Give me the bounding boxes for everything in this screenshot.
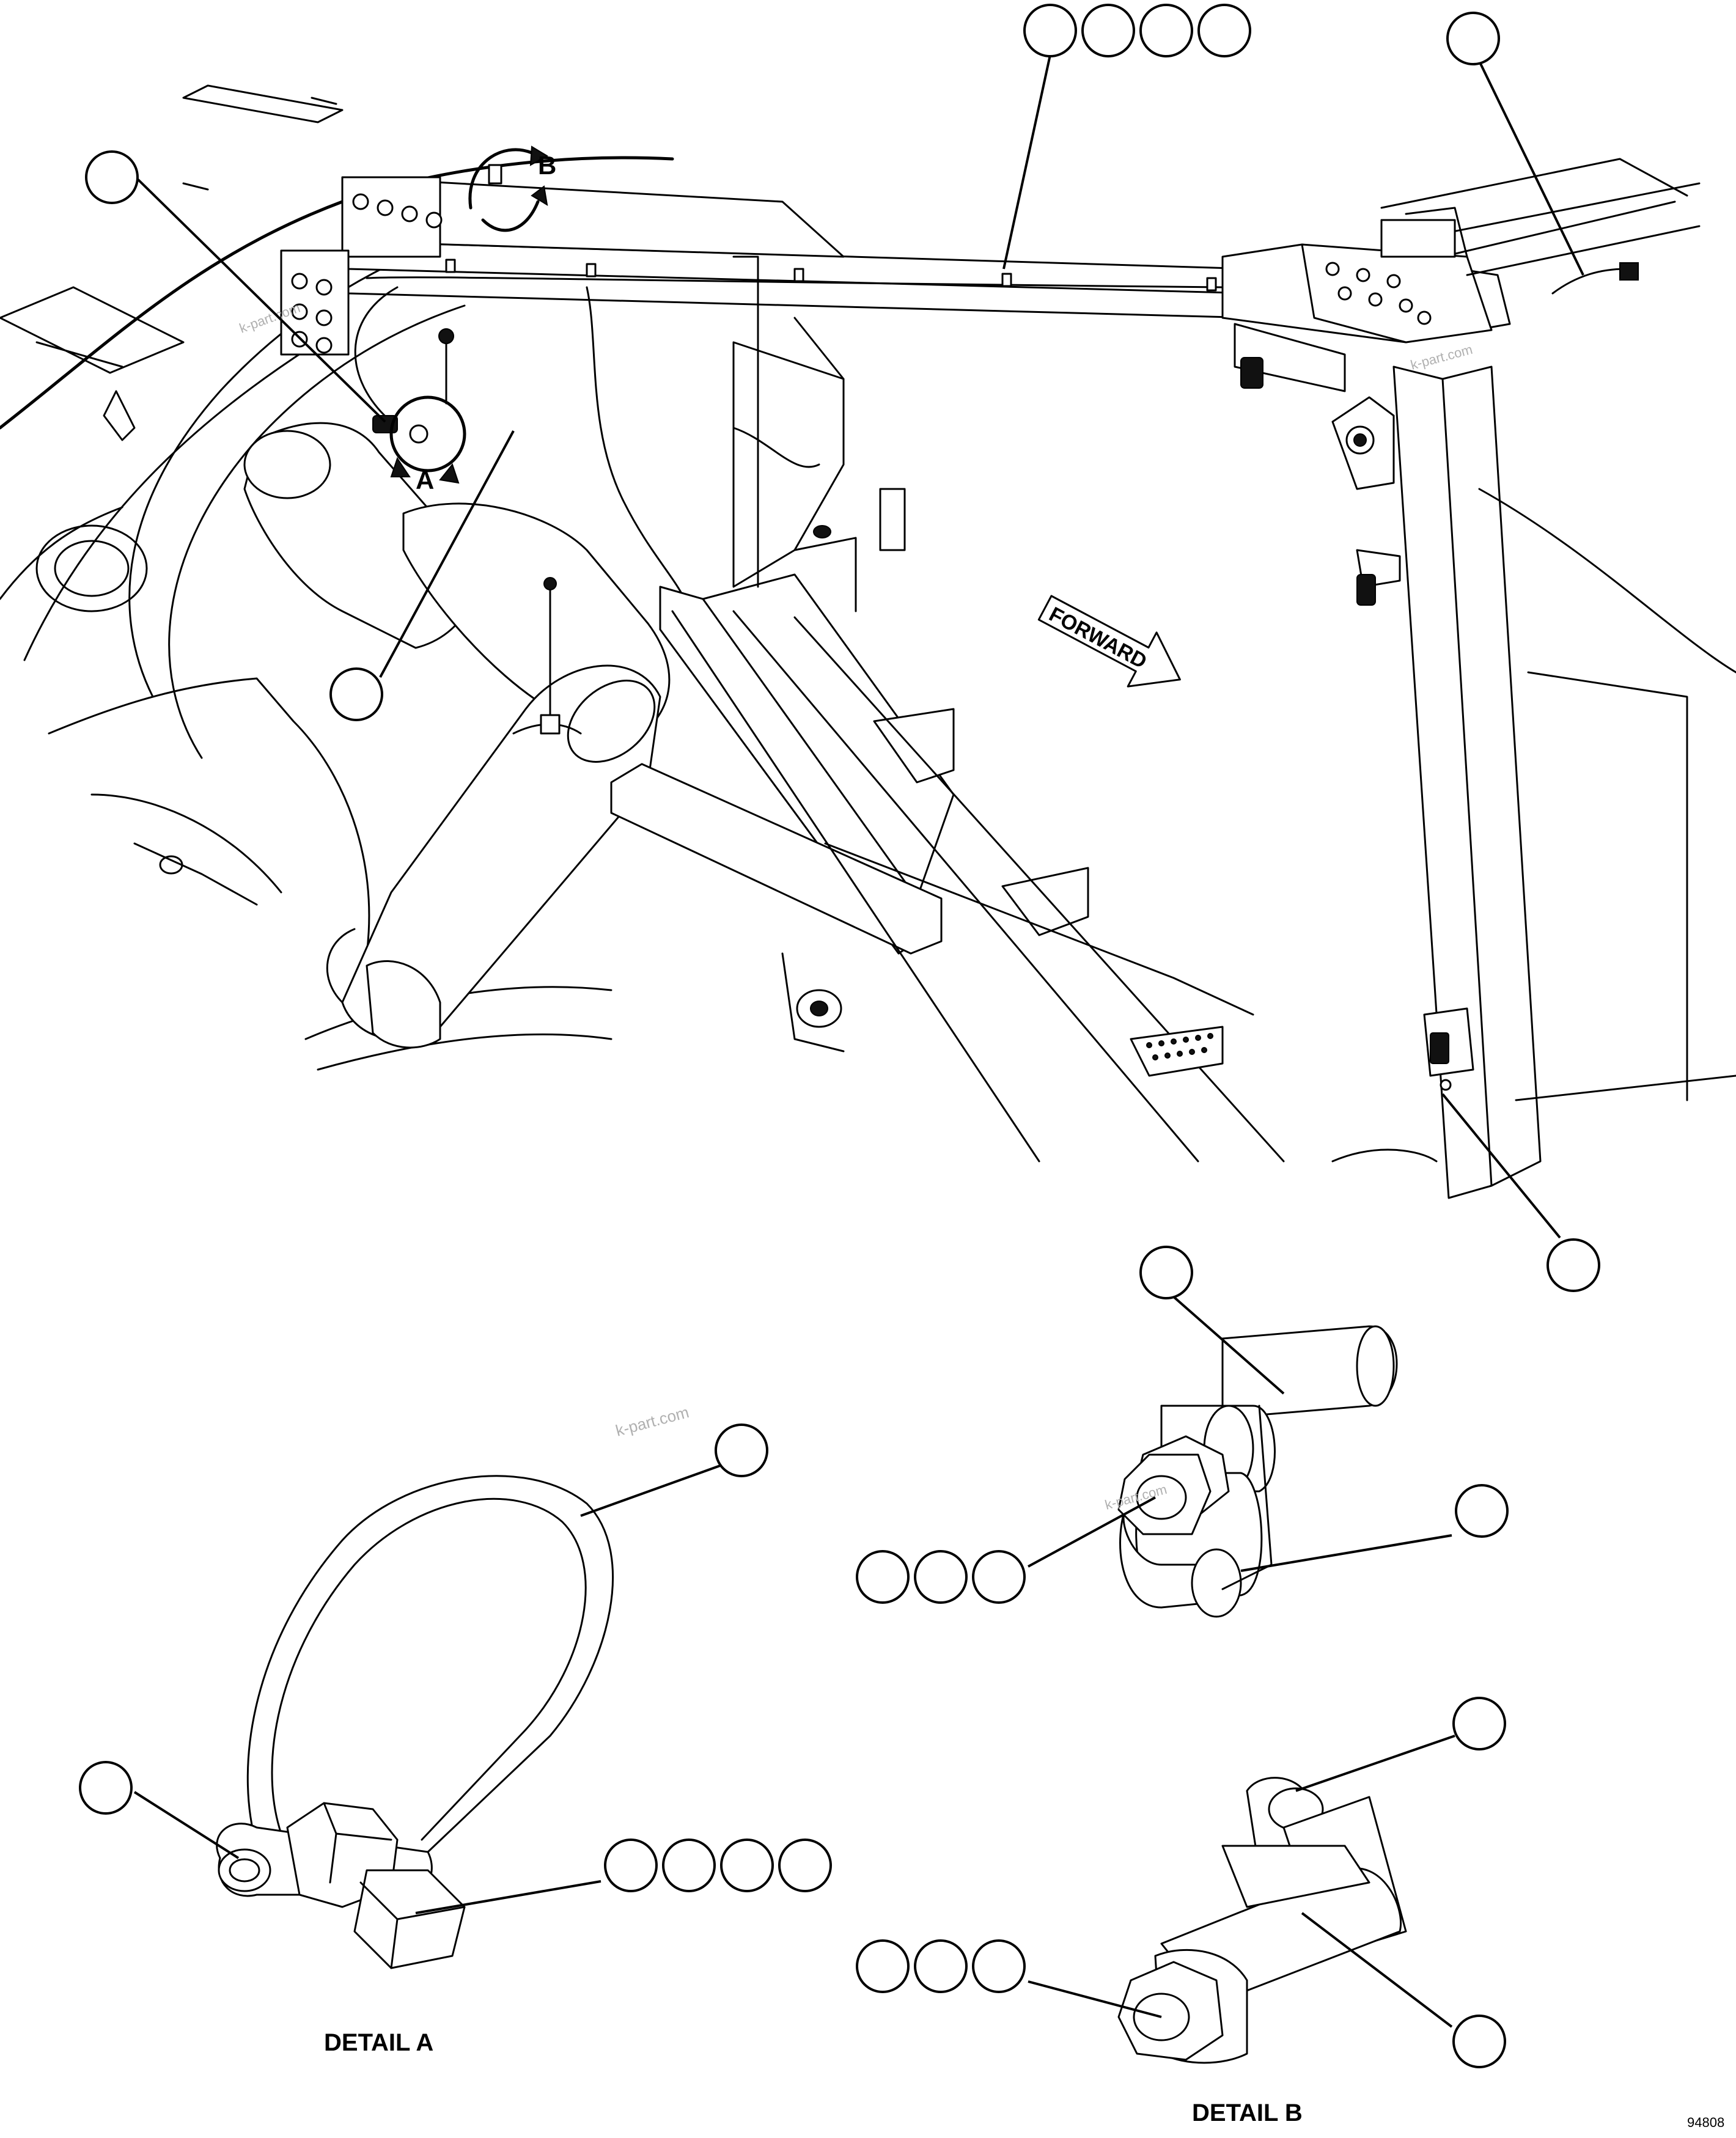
plate-holes	[1325, 262, 1432, 325]
callout-detail-a-loop	[79, 1761, 133, 1815]
forward-label: FORWARD	[1045, 603, 1150, 674]
callout-detail-b-clip	[1455, 1484, 1509, 1538]
callout-harness-left	[85, 150, 139, 204]
detail-a-marker: A	[389, 395, 466, 494]
callout-group-top-frame	[1023, 4, 1251, 57]
detail-a: DETAIL A	[216, 1475, 614, 2056]
bolt-row-left	[291, 193, 443, 354]
callout-detail-a-bolt-group	[604, 1839, 832, 1892]
detail-b-upper	[1117, 1325, 1398, 1618]
callout-harness-right	[1446, 12, 1500, 65]
watermark: k-part.com	[1409, 342, 1474, 373]
callout-detail-b-nut-group	[856, 1550, 1026, 1604]
harness-clips	[445, 259, 1217, 292]
drawing-number: 94808	[1687, 2115, 1724, 2130]
detail-b-marker-label: B	[538, 151, 556, 180]
callout-detail-b2-clip	[1452, 1697, 1506, 1750]
callout-detail-b-tube	[1139, 1246, 1193, 1299]
detail-b-lower: DETAIL B 94808	[1117, 1777, 1724, 2130]
leader-lines	[133, 54, 1584, 2028]
step-holes	[1146, 1033, 1213, 1060]
callout-lamp-right	[1547, 1238, 1600, 1292]
watermark: k-part.com	[614, 1403, 691, 1440]
detail-b-caption: DETAIL B	[1192, 2099, 1303, 2126]
main-assembly: B A FORWARD	[0, 84, 1736, 1199]
callout-detail-b2-tube	[1452, 2015, 1506, 2068]
callout-detail-a-band	[715, 1423, 768, 1477]
detail-a-caption: DETAIL A	[324, 2029, 433, 2056]
forward-arrow: FORWARD	[1037, 595, 1181, 688]
callout-clip-middle	[329, 667, 383, 721]
callout-detail-b2-nut-group	[856, 1939, 1026, 1993]
detail-a-marker-label: A	[416, 466, 434, 494]
detail-b-marker: B	[468, 145, 556, 232]
